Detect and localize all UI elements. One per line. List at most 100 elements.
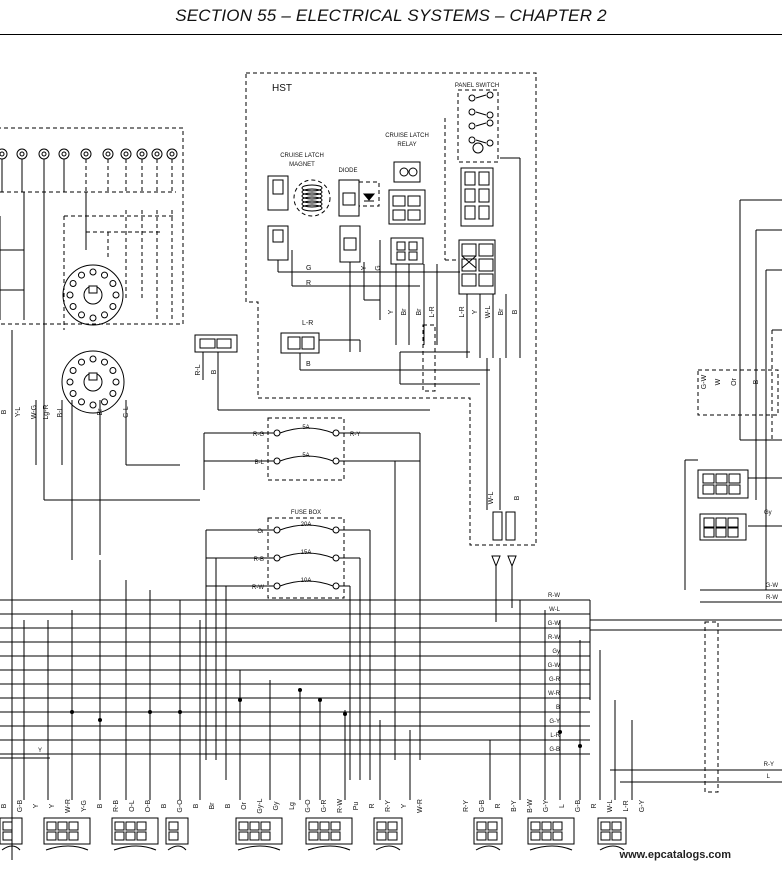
switch-pin bbox=[464, 171, 476, 186]
relay-wire-dash bbox=[422, 324, 436, 392]
bottom-connector-pin bbox=[136, 831, 147, 841]
top-terminal bbox=[151, 148, 163, 160]
key-pin bbox=[89, 355, 97, 363]
diode-label: DIODE bbox=[338, 168, 357, 174]
bottom-connector-pin bbox=[530, 831, 541, 841]
bottom-connector-label: B bbox=[161, 803, 168, 808]
key-pin bbox=[78, 398, 85, 406]
magnet-lower-pin bbox=[272, 229, 284, 243]
left-wire-label: Lg-R bbox=[43, 404, 50, 419]
junction-dot bbox=[238, 698, 242, 702]
fuse-element bbox=[279, 455, 334, 462]
far-right-pin bbox=[727, 527, 739, 538]
bottom-connector-pin bbox=[168, 831, 179, 841]
switch-pin bbox=[478, 205, 490, 220]
fuse-in-label: B-L bbox=[255, 460, 265, 466]
key-pin bbox=[109, 303, 117, 310]
fuse-out-label: R-Y bbox=[350, 432, 360, 438]
key-pin bbox=[66, 378, 74, 386]
bottom-connector-foot bbox=[375, 845, 401, 851]
switch-contact bbox=[486, 111, 494, 119]
bus-label: G-W bbox=[548, 663, 561, 669]
bottom-connector-pin bbox=[487, 821, 498, 831]
magnet-coil bbox=[301, 204, 323, 212]
bottom-connector-pin bbox=[319, 831, 330, 841]
hst-bottom-label: W-L bbox=[488, 492, 495, 505]
bottom-connector-pin bbox=[46, 831, 57, 841]
bus-label: G-B bbox=[549, 747, 560, 753]
lr-b-label: B bbox=[306, 361, 311, 368]
bottom-connector-label: Or bbox=[241, 801, 248, 809]
fuse-element bbox=[279, 524, 334, 531]
bottom-connector-label: Gy bbox=[273, 801, 280, 810]
bottom-connector-pin bbox=[376, 821, 387, 831]
far-right-pin bbox=[715, 517, 727, 528]
fuse-terminal bbox=[273, 554, 281, 562]
relay-label: RELAY bbox=[397, 142, 416, 148]
bottom-connector-label: R bbox=[495, 803, 502, 808]
far-right-dash-box bbox=[697, 369, 779, 416]
junction-dot bbox=[148, 710, 152, 714]
fuse-rating: 10A bbox=[301, 578, 312, 584]
relay-lower-connector bbox=[390, 237, 424, 265]
far-right-connector bbox=[697, 469, 749, 499]
bus-label: G-R bbox=[549, 677, 561, 683]
bottom-connector-foot bbox=[45, 845, 89, 851]
switch-lamp bbox=[472, 142, 484, 154]
relay-pin bbox=[392, 209, 406, 221]
top-terminal bbox=[120, 148, 132, 160]
key-switch-upper bbox=[62, 264, 124, 326]
far-right-wire-label: B bbox=[753, 379, 760, 384]
bottom-connector-pin bbox=[57, 821, 68, 831]
bottom-connector-foot bbox=[307, 845, 351, 851]
bottom-connector-label: B-W bbox=[527, 799, 534, 813]
far-right-connector-2 bbox=[699, 513, 747, 541]
bottom-connector-pin bbox=[308, 831, 319, 841]
key-pin bbox=[101, 398, 108, 406]
hst-title: HST bbox=[272, 83, 292, 94]
bottom-connector-foot bbox=[237, 845, 281, 851]
switch-contact bbox=[486, 91, 494, 99]
switch-cross bbox=[461, 255, 477, 269]
bottom-connector-pin bbox=[68, 821, 79, 831]
relay-coil-box bbox=[393, 161, 421, 183]
far-right-ry: R-Y bbox=[764, 762, 774, 768]
switch-blade bbox=[475, 94, 487, 99]
switch-wire-label: B bbox=[512, 309, 519, 314]
relay-wire-label: Br bbox=[416, 308, 423, 316]
far-right-pin bbox=[702, 473, 715, 484]
rl-connector bbox=[194, 334, 238, 353]
far-right-pin bbox=[715, 484, 728, 495]
bottom-connector-label: G-B bbox=[575, 799, 582, 812]
bottom-connector-pin bbox=[611, 831, 622, 841]
relay-lower-pin bbox=[408, 251, 418, 261]
diode-triangle bbox=[362, 193, 376, 201]
switch-blade bbox=[475, 111, 487, 116]
bottom-connector-pin bbox=[376, 831, 387, 841]
key-pin bbox=[78, 271, 85, 279]
top-terminal bbox=[38, 148, 50, 160]
bottom-connector-pin bbox=[476, 831, 487, 841]
fuse-element bbox=[279, 552, 334, 559]
watermark-text: www.epcatalogs.com bbox=[619, 849, 732, 861]
far-right-pin bbox=[702, 484, 715, 495]
far-right-pin bbox=[703, 527, 715, 538]
key-pin bbox=[78, 358, 85, 366]
bus-label: R-W bbox=[548, 635, 560, 641]
key-slot bbox=[88, 285, 98, 294]
fuse-in-label: R-G bbox=[253, 432, 264, 438]
magnet-housing bbox=[293, 179, 331, 217]
fuse-in-label: Or bbox=[257, 529, 264, 535]
bottom-connector-pin bbox=[168, 821, 179, 831]
bottom-connector-pin bbox=[249, 821, 260, 831]
magnet-wire-r: R bbox=[306, 280, 311, 287]
magnet-coil bbox=[301, 196, 323, 204]
switch-contact bbox=[486, 119, 494, 127]
top-terminal-inner bbox=[83, 151, 89, 157]
magnet-lower-connector bbox=[267, 225, 289, 261]
switch-pin bbox=[478, 188, 490, 203]
bottom-connector-pin bbox=[125, 821, 136, 831]
bottom-connector-pin bbox=[476, 821, 487, 831]
top-terminal-inner bbox=[154, 151, 160, 157]
